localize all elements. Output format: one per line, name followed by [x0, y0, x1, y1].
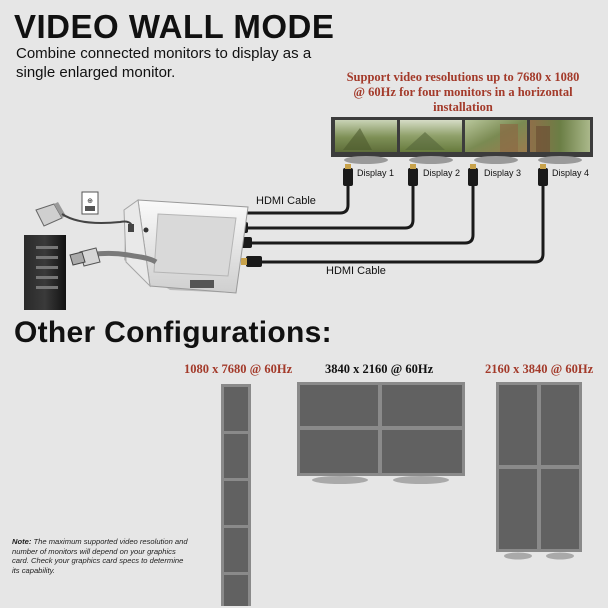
config-2-diagram — [297, 382, 465, 484]
svg-text:⊕: ⊕ — [87, 198, 93, 205]
config-1-diagram — [221, 384, 251, 606]
connection-diagram: ⊕ — [24, 117, 593, 310]
device-box — [123, 199, 249, 294]
usb-cable — [69, 247, 158, 267]
pc-tower — [24, 235, 66, 310]
display-3-label: Display 3 — [484, 168, 522, 178]
hdmi-cable-label-bottom: HDMI Cable — [326, 265, 386, 277]
display-4-label: Display 4 — [552, 168, 590, 178]
configuration-diagrams — [221, 382, 582, 606]
other-configurations-heading: Other Configurations: — [14, 316, 332, 349]
footnote: Note: The maximum supported video resolu… — [12, 537, 190, 575]
config-3-label: 2160 x 3840 @ 60Hz — [485, 362, 594, 376]
footnote-prefix: Note: — [12, 537, 32, 546]
config-2-label: 3840 x 2160 @ 60Hz — [325, 362, 434, 376]
hdmi-plugs-display — [343, 164, 548, 186]
hdmi-cables — [230, 186, 545, 264]
display-1-label: Display 1 — [357, 168, 395, 178]
config-3-diagram — [496, 382, 582, 560]
support-resolution-text: Support video resolutions up to 7680 x 1… — [346, 70, 580, 114]
page-title: VIDEO WALL MODE — [14, 8, 335, 45]
hdmi-cable-label-top: HDMI Cable — [256, 195, 316, 207]
page-subtitle: Combine connected monitors to display as… — [16, 45, 312, 81]
display-2-label: Display 2 — [423, 168, 461, 178]
monitor-wall — [331, 117, 593, 164]
config-1-label: 1080 x 7680 @ 60Hz — [184, 362, 293, 376]
power-adapter: ⊕ — [35, 191, 133, 227]
footnote-text: The maximum supported video resolution a… — [12, 537, 188, 575]
